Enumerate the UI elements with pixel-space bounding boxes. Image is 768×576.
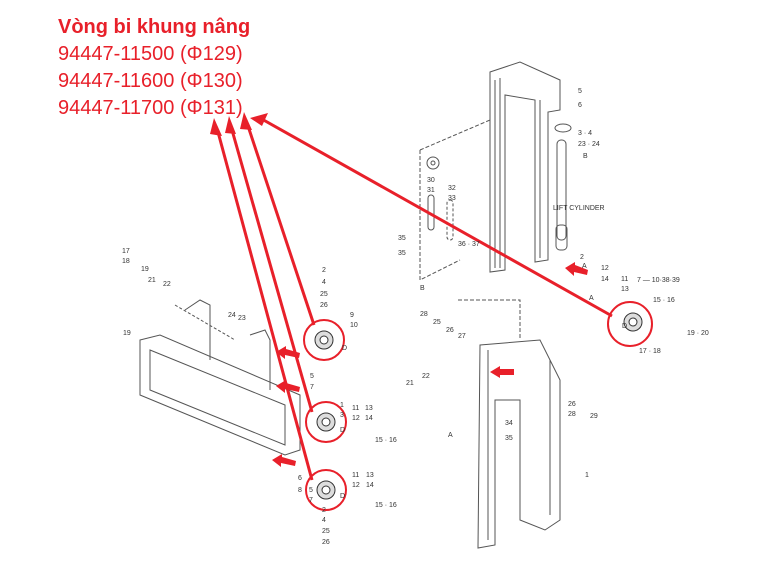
- part-label: 26: [322, 539, 330, 546]
- part-label: 26: [446, 327, 454, 334]
- part-label: 14: [601, 276, 609, 283]
- part-label: 5: [578, 88, 582, 95]
- bearings: [314, 312, 643, 500]
- part-label: 12: [601, 265, 609, 272]
- part-label: 4: [322, 279, 326, 286]
- part-number-3: 94447-11700 (Φ131): [58, 97, 243, 119]
- part-label: 36 · 37: [458, 241, 480, 248]
- part-label: 24: [228, 312, 236, 319]
- pointer-arrowheads: [210, 112, 268, 136]
- part-label: 19: [141, 266, 149, 273]
- part-label: 25: [320, 291, 328, 298]
- part-label: 8: [298, 487, 302, 494]
- part-number-1: 94447-11500 (Φ129): [58, 43, 243, 65]
- part-label: 7: [309, 497, 313, 504]
- part-label: 23: [238, 315, 246, 322]
- part-label: 34: [505, 420, 513, 427]
- part-label: 15 · 16: [375, 437, 397, 444]
- part-label: 12: [352, 415, 360, 422]
- part-label: 28: [568, 411, 576, 418]
- part-label: 10: [350, 322, 358, 329]
- pointer-lines: [216, 116, 613, 481]
- part-label: 9: [350, 312, 354, 319]
- part-label: 6: [298, 475, 302, 482]
- part-label: 29: [590, 413, 598, 420]
- carriage-frame: [139, 299, 301, 456]
- lift-cylinder-caption: LIFT CYLINDER: [553, 205, 605, 212]
- part-label: 11: [621, 276, 628, 283]
- part-label: 25: [433, 319, 441, 326]
- part-label: 35: [505, 435, 513, 442]
- part-label: 32: [448, 185, 456, 192]
- bearing-circle-bottom: [305, 469, 347, 511]
- part-label: 23 · 24: [578, 141, 600, 148]
- part-label: 1: [340, 402, 344, 409]
- part-label: 25: [322, 528, 330, 535]
- bearing-circle-mast: [607, 301, 653, 347]
- part-label: 7 — 10·38·39: [637, 277, 680, 284]
- part-label: B: [420, 285, 425, 292]
- part-label: 14: [365, 415, 373, 422]
- part-label: 35: [398, 235, 406, 242]
- lift-cylinder: [554, 123, 572, 251]
- part-label: 4: [322, 517, 326, 524]
- part-label: 14: [366, 482, 374, 489]
- part-label: 19 · 20: [687, 330, 709, 337]
- part-label: 3: [340, 412, 344, 419]
- part-label: 28: [420, 311, 428, 318]
- direction-arrows: [272, 262, 588, 467]
- part-label: 5: [309, 487, 313, 494]
- part-label: 35: [398, 250, 406, 257]
- part-label: 1: [585, 472, 589, 479]
- part-label: 13: [365, 405, 373, 412]
- part-label: 15 · 16: [375, 502, 397, 509]
- part-label: 18: [122, 258, 130, 265]
- part-label: 13: [621, 286, 629, 293]
- part-label: D: [340, 493, 345, 500]
- part-label: 31: [427, 187, 435, 194]
- part-label: A: [589, 295, 594, 302]
- part-label: 2: [322, 267, 326, 274]
- part-label: B: [583, 153, 588, 160]
- part-label: 22: [163, 281, 171, 288]
- part-label: 13: [366, 472, 374, 479]
- part-label: 19: [123, 330, 131, 337]
- part-label: D: [622, 323, 627, 330]
- part-label: 21: [406, 380, 414, 387]
- part-label: 30: [427, 177, 435, 184]
- part-label: A: [448, 432, 453, 439]
- part-label: 27: [458, 333, 466, 340]
- bearing-circle-middle: [305, 401, 347, 443]
- part-number-2: 94447-11600 (Φ130): [58, 70, 243, 92]
- part-label: 17 · 18: [639, 348, 661, 355]
- part-label: 3 · 4: [578, 130, 592, 137]
- part-label: 12: [352, 482, 360, 489]
- part-label: 2: [322, 507, 326, 514]
- part-label: 33: [448, 195, 456, 202]
- part-label: A: [582, 263, 587, 270]
- part-label: 11: [352, 405, 359, 412]
- part-label: 6: [578, 102, 582, 109]
- part-label: 26: [568, 401, 576, 408]
- part-label: 11: [352, 472, 359, 479]
- bearing-circle-top: [303, 319, 345, 361]
- part-label: 2: [580, 254, 584, 261]
- part-label: 5: [310, 373, 314, 380]
- bearing-callouts: [303, 301, 653, 511]
- part-label: D: [342, 345, 347, 352]
- part-label: 22: [422, 373, 430, 380]
- part-label: 21: [148, 277, 156, 284]
- mast-outer-frame: [419, 61, 561, 549]
- part-label: 17: [122, 248, 130, 255]
- part-title-block: Vòng bi khung nâng 94447-11500 (Φ129) 94…: [58, 14, 250, 122]
- part-label: 7: [310, 384, 314, 391]
- part-label: 15 · 16: [653, 297, 675, 304]
- part-label: 26: [320, 302, 328, 309]
- title-heading: Vòng bi khung nâng: [58, 16, 251, 38]
- part-label: D: [340, 427, 345, 434]
